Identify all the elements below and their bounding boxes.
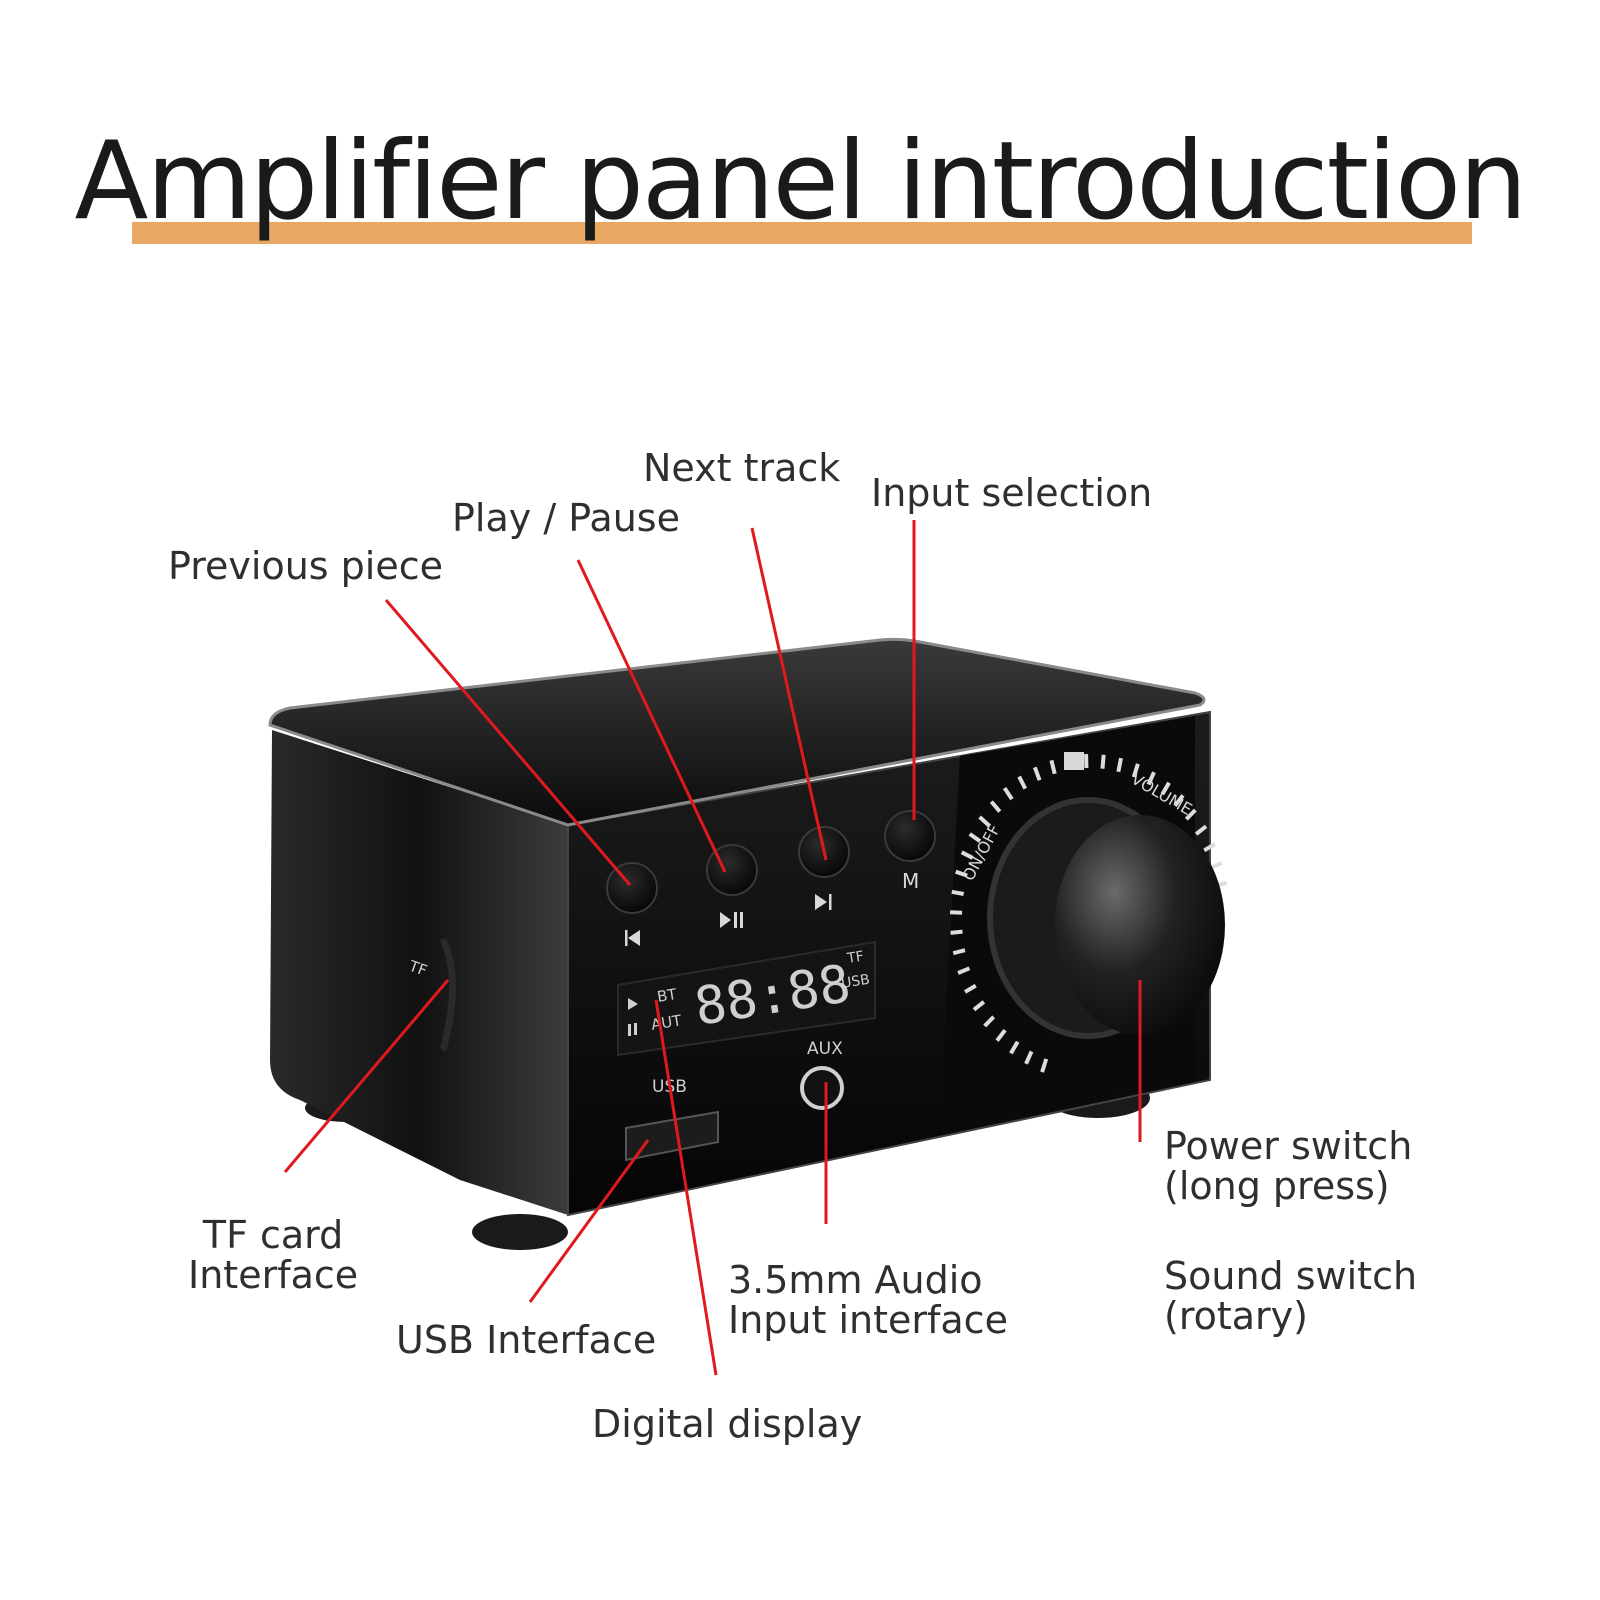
callout-audio-input-line2: Input interface xyxy=(728,1300,1008,1340)
callout-previous-piece: Previous piece xyxy=(168,546,443,586)
knob-scale-tick xyxy=(1118,758,1121,772)
callout-power-switch-line1: Power switch xyxy=(1164,1126,1412,1166)
callout-power-switch-line2: (long press) xyxy=(1164,1166,1412,1206)
knob-scale-tick xyxy=(1102,755,1103,769)
knob-scale-tick xyxy=(952,892,964,894)
knob-scale-tick xyxy=(951,932,963,933)
callout-sound-switch-line1: Sound switch xyxy=(1164,1256,1417,1296)
callout-sound-switch-line2: (rotary) xyxy=(1164,1296,1417,1336)
callout-usb-interface: USB Interface xyxy=(396,1320,656,1360)
callout-audio-input-line1: 3.5mm Audio xyxy=(728,1260,1008,1300)
callout-play-pause: Play / Pause xyxy=(452,498,680,538)
callout-sound-switch: Sound switch (rotary) xyxy=(1164,1256,1417,1336)
display-tf-label: TF xyxy=(845,949,865,968)
callout-tf-card: TF card Interface xyxy=(188,1215,358,1295)
knob-scale-tick xyxy=(1211,863,1222,868)
callout-next-track: Next track xyxy=(643,448,840,488)
mode-button xyxy=(885,811,935,861)
foot-front-left xyxy=(472,1214,568,1250)
display-bt-label: BT xyxy=(656,985,679,1006)
callout-audio-input: 3.5mm Audio Input interface xyxy=(728,1260,1008,1340)
callout-digital-display: Digital display xyxy=(592,1404,862,1444)
mode-button-label: M xyxy=(902,869,919,893)
callout-tf-card-line1: TF card xyxy=(188,1215,358,1255)
minus-marker xyxy=(1064,752,1084,770)
aux-jack xyxy=(802,1068,842,1108)
callout-power-switch: Power switch (long press) xyxy=(1164,1126,1412,1206)
previous-button xyxy=(607,863,657,913)
callout-tf-card-line2: Interface xyxy=(188,1255,358,1295)
callout-input-selection: Input selection xyxy=(871,473,1152,513)
aux-port-label: AUX xyxy=(807,1039,843,1059)
